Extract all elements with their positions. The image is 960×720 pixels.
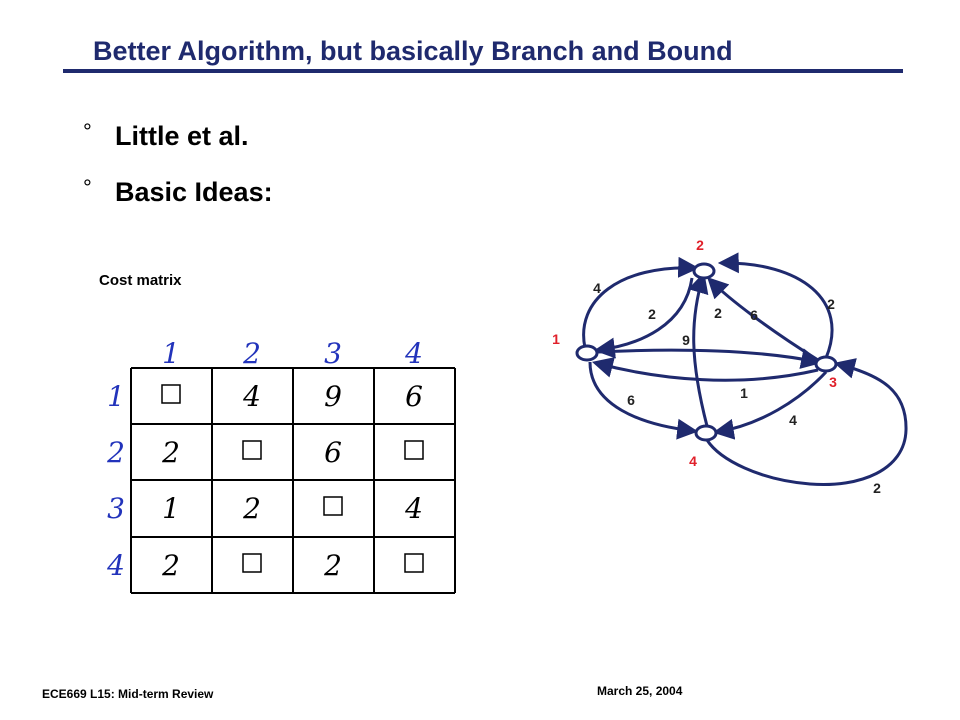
edge-1-to-3	[597, 348, 823, 369]
bullet-text: Little et al.	[115, 121, 249, 151]
footer-date: March 25, 2004	[597, 684, 683, 698]
matrix-col-headers: 1 2 3 4	[162, 337, 423, 370]
matrix-cell-value: 4	[404, 492, 423, 525]
matrix-cell-value: 9	[324, 380, 342, 413]
bullet-marker: °	[83, 119, 92, 144]
graph-edge-weight: 4	[789, 412, 797, 428]
matrix-row-headers: 1 2 3 4	[106, 380, 125, 582]
matrix-empty-cell-box	[161, 384, 181, 404]
matrix-empty-cell-box	[404, 553, 424, 573]
matrix-col-header: 1	[162, 337, 180, 370]
matrix-col-header: 4	[404, 337, 423, 370]
matrix-cell-value: 2	[323, 549, 342, 582]
graph-node-label: 3	[829, 374, 837, 390]
matrix-col-header: 3	[324, 337, 342, 370]
bullet-item-basic-ideas: ° Basic Ideas:	[83, 175, 273, 208]
matrix-empty-cell-box	[242, 553, 262, 573]
cost-matrix-label: Cost matrix	[99, 272, 182, 289]
matrix-empty-cell-box	[242, 440, 262, 460]
matrix-empty-cell-box	[404, 440, 424, 460]
edge-2-to-1	[593, 277, 694, 359]
graph-node-labels: 1 2 3 4	[552, 237, 837, 469]
matrix-empty-cell-box	[323, 496, 343, 516]
matrix-cell-value: 2	[161, 549, 180, 582]
bullet-item-little: ° Little et al.	[83, 119, 249, 152]
matrix-grid	[130, 367, 456, 594]
graph-edges	[582, 252, 908, 487]
edge-1-to-2	[582, 256, 700, 349]
edge-3-to-1	[591, 357, 819, 382]
edge-3-to-4	[712, 370, 828, 440]
matrix-cell-value: 6	[405, 380, 423, 413]
graph-node-label: 1	[552, 331, 560, 347]
graph-nodes	[575, 262, 838, 442]
graph-edge-weight: 2	[873, 480, 881, 496]
edge-4-to-3	[705, 358, 908, 487]
footer-course: ECE669 L15: Mid-term Review	[42, 687, 214, 701]
matrix-cell-value: 6	[324, 436, 342, 469]
edge-3-to-2	[707, 277, 819, 362]
graph-edge-weight: 6	[627, 392, 635, 408]
edge-1-to-4	[588, 361, 699, 440]
edge-4-to-2	[688, 271, 709, 427]
matrix-cell-value: 2	[242, 492, 261, 525]
graph-edge-weight: 9	[682, 332, 690, 348]
graph-edge-weight: 2	[648, 306, 656, 322]
bullet-marker: °	[83, 175, 92, 200]
graph-node-label: 2	[696, 237, 704, 253]
graph-edge-weight: 6	[750, 307, 758, 323]
matrix-row-header: 2	[106, 436, 125, 469]
graph-edge-weight: 1	[740, 385, 748, 401]
edge-2-to-3	[717, 252, 834, 359]
matrix-cell-value: 1	[162, 492, 180, 525]
graph-node-label: 4	[689, 453, 697, 469]
graph-node-3	[814, 355, 838, 373]
matrix-row-header: 3	[107, 492, 125, 525]
graph-node-4	[694, 424, 718, 442]
graph-edge-weight: 4	[593, 280, 601, 296]
graph-edge-weight: 2	[827, 296, 835, 312]
matrix-cell-value: 2	[161, 436, 180, 469]
bullet-text: Basic Ideas:	[115, 177, 273, 207]
matrix-col-header: 2	[242, 337, 261, 370]
matrix-row-header: 4	[106, 549, 125, 582]
matrix-cells: 4 9 6 2 6 1 2 4 2 2	[161, 380, 424, 582]
matrix-cell-value: 4	[242, 380, 261, 413]
title-underline	[63, 69, 903, 73]
graph-node-1	[575, 344, 599, 362]
matrix-row-header: 1	[107, 380, 125, 413]
graph-edge-weight: 2	[714, 305, 722, 321]
graph-node-2	[692, 262, 716, 280]
slide-title: Better Algorithm, but basically Branch a…	[93, 36, 733, 66]
